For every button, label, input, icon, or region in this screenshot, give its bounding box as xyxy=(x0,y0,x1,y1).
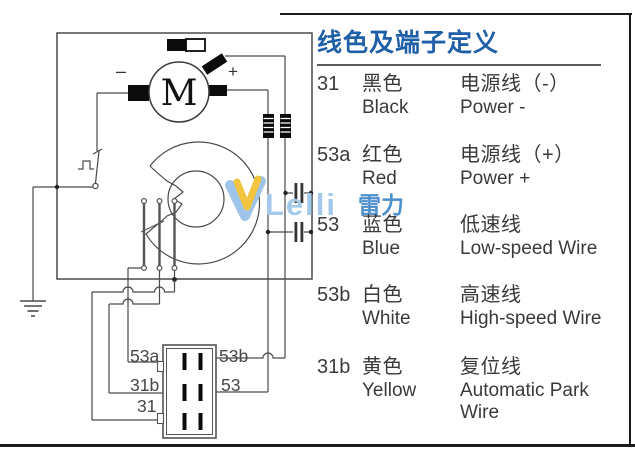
wire-color: 红色 Red xyxy=(362,143,403,189)
connector-pins xyxy=(182,353,203,430)
page-border-right xyxy=(629,13,631,447)
suppression-coils xyxy=(263,114,291,138)
terminal-label-31b: 31b xyxy=(130,375,159,395)
legend-row-31: 31 黑色 Black 电源线（-） Power - xyxy=(317,73,629,144)
page-border-top xyxy=(280,13,632,15)
watermark-latin: Lelli xyxy=(265,187,337,222)
terminal-label-53a: 53a xyxy=(130,346,159,366)
legend-panel: 线色及端子定义 31 黑色 Black 电源线（-） Power - 53a 红… xyxy=(317,29,629,426)
wiper-contact-arm xyxy=(140,220,165,233)
minus-label: – xyxy=(116,61,126,81)
junction-dot xyxy=(54,184,60,190)
plus-label: + xyxy=(228,62,238,81)
page-border-bottom xyxy=(0,444,635,447)
cam-disc xyxy=(145,141,261,265)
connector-terminal-labels: 53a 53b 31b 53 31 xyxy=(130,346,248,416)
wire-color: 黑色 Black xyxy=(362,72,409,118)
terminal-code: 31b xyxy=(317,355,351,378)
connector-key-tab xyxy=(156,360,165,373)
thermal-breaker xyxy=(167,38,206,52)
connector-key-tab xyxy=(156,412,165,425)
wires-right xyxy=(216,55,286,393)
terminal-label-53b: 53b xyxy=(219,346,248,366)
wire-function: 电源线（-） Power - xyxy=(460,72,570,118)
motor-symbol: M – + xyxy=(116,53,238,123)
ground-symbol xyxy=(20,300,46,317)
legend-title: 线色及端子定义 xyxy=(317,29,500,57)
wire-function: 复位线 Automatic Park Wire xyxy=(460,355,589,424)
terminal-code: 53a xyxy=(317,143,351,166)
legend-row-53a: 53a 红色 Red 电源线（+） Power + xyxy=(317,144,629,214)
motor-housing-outline xyxy=(56,32,313,280)
watermark-cjk: 雷力 xyxy=(358,192,404,218)
legend-row-31b: 31b 黄色 Yellow 复位线 Automatic Park Wire xyxy=(317,356,629,426)
legend-title-underline xyxy=(317,63,601,66)
legend-row-53b: 53b 白色 White 高速线 High-speed Wire xyxy=(317,284,629,356)
wire-color: 黄色 Yellow xyxy=(362,355,417,401)
terminal-code: 53b xyxy=(317,283,351,306)
suppression-capacitors xyxy=(265,183,314,242)
terminal-label-31: 31 xyxy=(137,396,156,416)
connector-block xyxy=(156,344,217,439)
legend-row-53: 53 蓝色 Blue 低速线 Low-speed Wire xyxy=(317,214,629,284)
brush-left xyxy=(128,85,149,101)
cam-contact-pins xyxy=(140,198,178,272)
legend-rows: 31 黑色 Black 电源线（-） Power - 53a 红色 Red 电源… xyxy=(317,73,629,426)
brand-watermark: Lelli 雷力 xyxy=(225,175,404,222)
wire-function: 高速线 High-speed Wire xyxy=(460,283,602,329)
wire-color: 蓝色 Blue xyxy=(362,213,403,259)
wire-function: 电源线（+） Power + xyxy=(460,143,575,189)
brush-highspeed xyxy=(201,53,228,75)
wire-color: 白色 White xyxy=(362,283,411,329)
wire-function: 低速线 Low-speed Wire xyxy=(460,213,598,259)
terminal-code: 53 xyxy=(317,213,340,236)
park-switch xyxy=(32,92,128,301)
brush-right xyxy=(209,85,227,96)
motor-letter: M xyxy=(161,73,198,114)
park-contact xyxy=(78,160,94,170)
terminal-code: 31 xyxy=(317,72,340,95)
terminal-label-53: 53 xyxy=(221,375,240,395)
